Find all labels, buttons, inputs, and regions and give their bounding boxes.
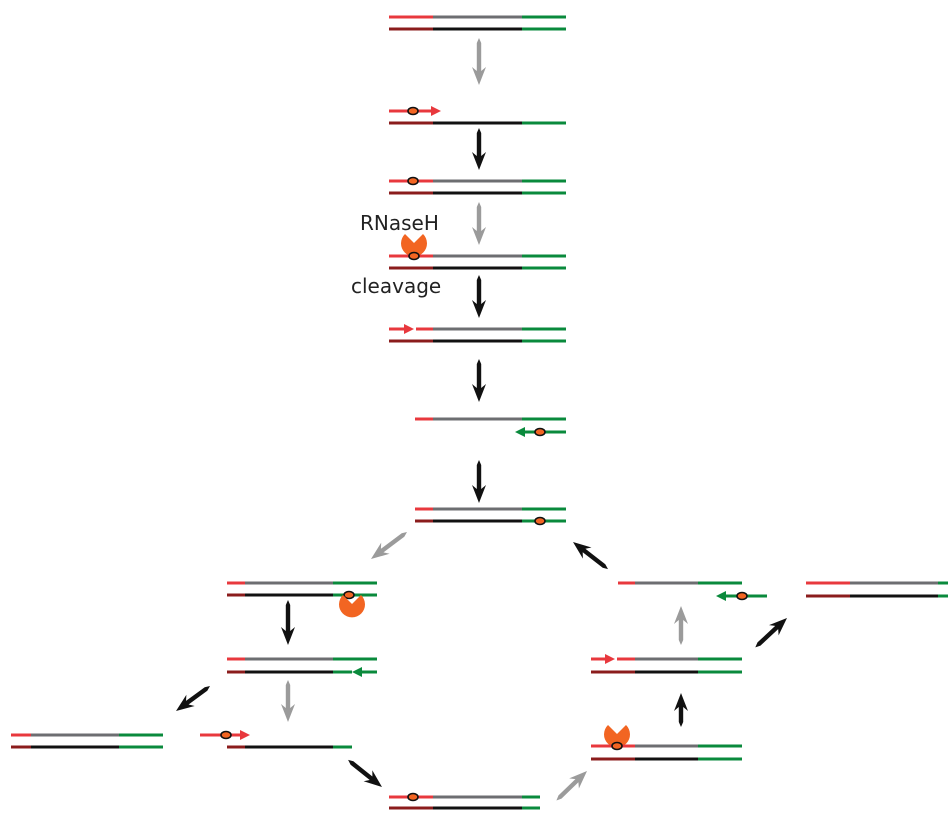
modified-base-icon-10 <box>736 591 748 601</box>
modified-base-icon-2 <box>407 176 419 186</box>
rnaseh-enzyme-icon-1 <box>401 234 427 257</box>
reverse-primer-arrowhead <box>515 427 525 437</box>
flow-arrow-icon-2 <box>472 128 486 170</box>
flow-arrow-icon-10 <box>281 680 295 722</box>
flow-arrow-icon-9 <box>281 600 295 645</box>
left-b-arrowhead <box>352 667 362 677</box>
flow-arrow-icon-7 <box>371 532 407 559</box>
primer-red-arrowhead <box>431 106 441 116</box>
flow-arrow-icon-12 <box>348 759 382 787</box>
right-f-arrowhead <box>716 591 726 601</box>
flow-arrow-icon-8 <box>573 542 608 570</box>
flow-arrow-icon-5 <box>472 359 486 402</box>
modified-base-icon-7 <box>220 730 232 740</box>
modified-base-icon-6 <box>343 590 355 600</box>
modified-base-icon-1 <box>407 106 419 116</box>
modified-base-icon-3 <box>408 251 420 261</box>
flow-arrow-icon-14 <box>674 693 688 727</box>
cleaved-primer-arrowhead <box>404 324 414 334</box>
rnaseh-enzyme-icon-2 <box>339 595 365 618</box>
modified-base-icon-8 <box>407 792 419 802</box>
modified-base-icon-5 <box>534 516 546 526</box>
right-e-arrowhead <box>605 654 615 664</box>
flow-arrow-icon-11 <box>176 686 210 711</box>
flow-arrow-icon-13 <box>556 771 587 801</box>
flow-arrow-icon-6 <box>472 460 486 503</box>
flow-arrow-icon-4 <box>472 275 486 318</box>
flow-arrow-icon-15 <box>674 606 688 645</box>
flow-arrow-icon-16 <box>755 618 787 648</box>
modified-base-icon-4 <box>534 427 546 437</box>
left-c-arrowhead <box>240 730 250 740</box>
rnaseh-enzyme-icon-3 <box>604 725 630 748</box>
modified-base-icon-9 <box>611 741 623 751</box>
rnaseh-label: RNaseH <box>360 211 439 235</box>
flow-arrow-icon-1 <box>472 38 486 85</box>
cleavage-label: cleavage <box>351 274 442 298</box>
flow-arrow-icon-3 <box>472 202 486 245</box>
